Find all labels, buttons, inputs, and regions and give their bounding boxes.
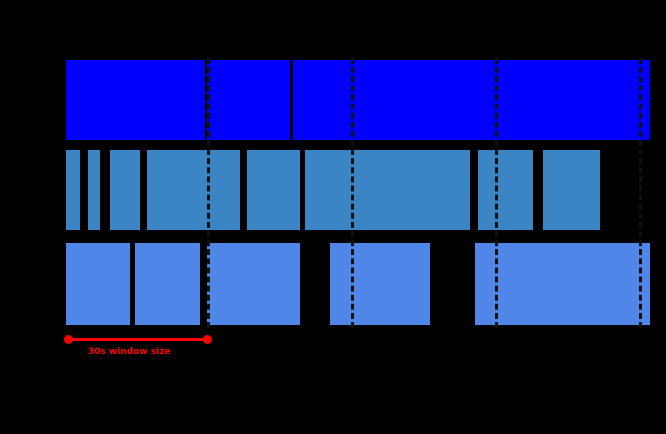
timeline-segment[interactable] — [207, 243, 300, 325]
timeline-segment[interactable] — [207, 60, 290, 140]
timeline-segment[interactable] — [147, 150, 240, 230]
timeline-track-row-1 — [0, 60, 666, 140]
timeline-segment[interactable] — [110, 150, 140, 230]
timeline-segment[interactable] — [475, 243, 650, 325]
timeline-segment[interactable] — [88, 150, 100, 230]
timeline-segment[interactable] — [66, 60, 205, 140]
timeline-track-row-3 — [0, 243, 666, 325]
timeline-segment[interactable] — [135, 243, 200, 325]
timeline-segment[interactable] — [543, 150, 600, 230]
timeline-segment[interactable] — [66, 243, 130, 325]
window-size-measure-bar — [68, 338, 207, 341]
timeline-segment[interactable] — [305, 150, 470, 230]
timeline-segment[interactable] — [247, 150, 300, 230]
timeline-segment[interactable] — [66, 150, 80, 230]
timeline-segment[interactable] — [293, 60, 650, 140]
timeline-segment[interactable] — [330, 243, 430, 325]
window-size-end-marker — [203, 335, 212, 344]
timeline-segment[interactable] — [478, 150, 533, 230]
window-size-label: 30s window size — [88, 347, 171, 357]
window-size-start-marker — [64, 335, 73, 344]
timeline-track-row-2 — [0, 150, 666, 230]
